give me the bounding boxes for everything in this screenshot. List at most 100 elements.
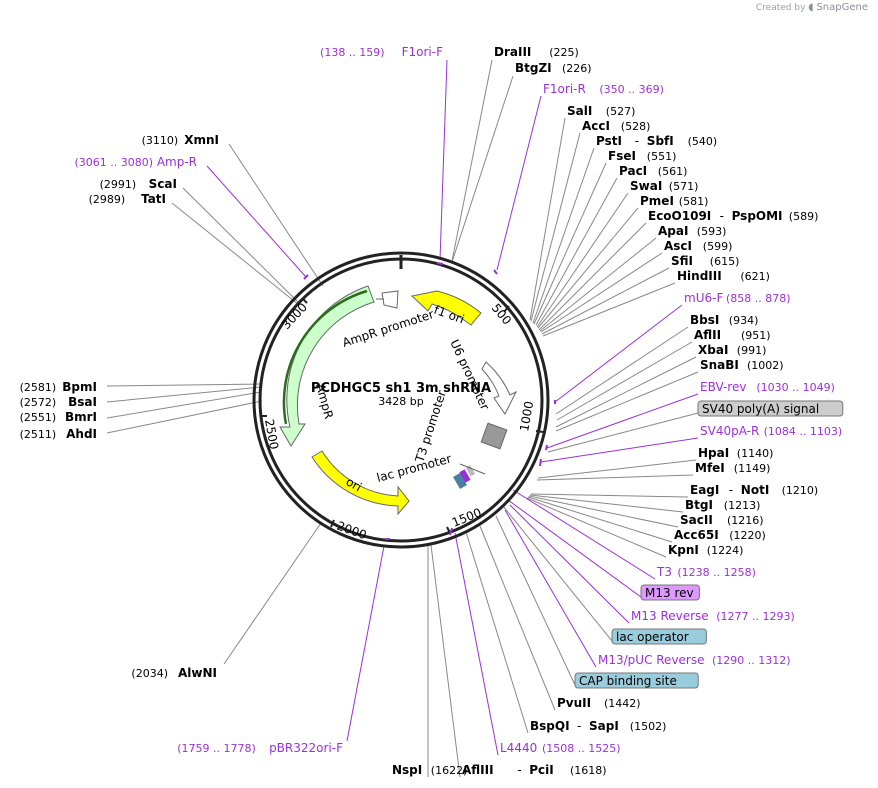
label-sali-position: (527) <box>606 105 636 118</box>
leader-m13-rev <box>507 499 642 598</box>
label-eagi-sep: - <box>729 483 733 497</box>
leader-pbr322ori-f <box>346 545 385 742</box>
label-lac-operator: lac operator <box>616 630 689 644</box>
label-paci-position: (561) <box>658 165 688 178</box>
label-bpmi-position: (2581) <box>20 381 57 394</box>
label-psti: PstI <box>596 134 622 148</box>
label-tati-position: (2989) <box>89 193 126 206</box>
label-hpai: HpaI <box>698 446 729 460</box>
feature-small-elements <box>453 463 486 490</box>
label-ecoo109i-position: (589) <box>789 210 819 223</box>
label-l4440: L4440 <box>500 741 537 755</box>
label-m13-puc-reverse: M13/pUC Reverse <box>598 653 705 667</box>
leader-ebv-rev <box>546 393 699 449</box>
label-fsei: FseI <box>608 149 636 163</box>
label-amp-r-position: (3061 .. 3080) <box>74 156 153 169</box>
label-xbai-position: (991) <box>737 344 767 357</box>
label-sacii: SacII <box>680 513 713 527</box>
feature-f1-ori <box>410 290 482 326</box>
label-alwni-position: (2034) <box>131 667 168 680</box>
leader-afliii <box>430 544 461 778</box>
leader-btgi <box>529 494 684 513</box>
leader-bpmi <box>106 383 262 387</box>
label-bsai: BsaI <box>68 395 97 409</box>
leader-sfii <box>541 267 670 335</box>
label-acci: AccI <box>582 119 610 133</box>
label-sfii-position: (615) <box>710 255 740 268</box>
label-ahdi-position: (2511) <box>20 428 57 441</box>
leader-mfei <box>536 474 694 481</box>
label-acc65i: Acc65I <box>674 528 719 542</box>
label-alwni: AlwNI <box>178 666 217 680</box>
label-pvuii: PvuII <box>557 696 591 710</box>
ruler-label-500: 500 <box>489 301 514 328</box>
leader-btgzi <box>451 75 514 263</box>
leader-hindiii <box>542 282 676 337</box>
label-btgzi-position: (226) <box>562 62 592 75</box>
label-t3: T3 <box>656 565 672 579</box>
label-kpni: KpnI <box>668 543 699 557</box>
leader-bspqi <box>465 531 529 734</box>
label-ebv-rev: EBV-rev <box>700 380 746 394</box>
label-l4440-position: (1508 .. 1525) <box>542 742 621 755</box>
label-xmni: XmnI <box>184 133 219 147</box>
label-swai: SwaI <box>630 179 662 193</box>
label-sacii-position: (1216) <box>727 514 764 527</box>
leader-ahdi <box>106 400 263 434</box>
leader-aflii <box>556 341 693 421</box>
leader-l4440 <box>454 532 499 756</box>
label-sfii: SfiI <box>671 254 693 268</box>
leader-mu6-f <box>554 304 683 403</box>
leader-fsei <box>533 162 607 325</box>
leader-cap-binding-site <box>495 515 576 686</box>
plasmid-length: 3428 bp <box>378 395 423 408</box>
leader-f1ori-f <box>439 59 448 261</box>
feature-label-ori: ori <box>344 474 365 494</box>
label-amp-r: Amp-R <box>157 155 197 169</box>
leader-xmni <box>228 143 324 287</box>
ruler-tick-500 <box>503 305 510 313</box>
label-paci: PacI <box>619 164 647 178</box>
leader-eagi <box>530 493 689 498</box>
leader-t3 <box>512 489 656 580</box>
label-aflii: AflII <box>694 328 721 342</box>
leader-asci <box>540 252 663 333</box>
leader-acci <box>530 132 581 322</box>
primer-mark-f1ori-f <box>436 262 444 265</box>
leader-scai <box>182 187 301 305</box>
label-nspi: NspI <box>392 763 422 777</box>
label-sv40pa-r: SV40pA-R <box>700 424 759 438</box>
label-hindiii: HindIII <box>677 269 722 283</box>
label-btgzi: BtgZI <box>515 61 552 75</box>
label-asci: AscI <box>664 239 692 253</box>
leader-alwni <box>223 522 322 665</box>
label-aflii-position: (951) <box>741 329 771 342</box>
leader-paci <box>535 177 618 326</box>
leader-pvuii <box>479 525 556 711</box>
ampr-highlight-arc <box>282 289 368 425</box>
label-btgi-position: (1213) <box>724 499 761 512</box>
credit-brand: SnapGene <box>816 2 868 13</box>
site-labels: DraIII(225)BtgZI(226)F1ori-R(350 .. 369)… <box>20 45 844 777</box>
feature-sv40-polya-block <box>480 422 508 450</box>
plasmid-name: PCDHGC5 sh1 3m shRNA <box>311 381 491 396</box>
label-bpmi: BpmI <box>62 380 97 394</box>
label-ecoo109i-sep: - <box>720 209 724 223</box>
label-bspqi-position: (1502) <box>630 720 667 733</box>
label-hpai-position: (1140) <box>737 447 774 460</box>
label-m13-rev: M13 rev <box>645 586 694 600</box>
label-t3-position: (1238 .. 1258) <box>677 566 756 579</box>
label-m13-puc-reverse-position: (1290 .. 1312) <box>712 654 791 667</box>
label-xmni-position: (3110) <box>142 134 179 147</box>
label-draiii: DraIII <box>494 45 531 59</box>
label-bmri: BmrI <box>65 410 97 424</box>
primer-mark-f1ori-r <box>493 269 498 275</box>
ruler-label-2500: 2500 <box>262 418 281 451</box>
leader-bbsi <box>555 326 689 415</box>
label-acc65i-position: (1220) <box>729 529 766 542</box>
label-mfei: MfeI <box>695 461 725 475</box>
label-bsai-position: (2572) <box>20 396 57 409</box>
label-m13-reverse: M13 Reverse <box>631 609 709 623</box>
label-ahdi: AhdI <box>66 427 97 441</box>
label-pspomi: PspOMI <box>732 209 783 223</box>
